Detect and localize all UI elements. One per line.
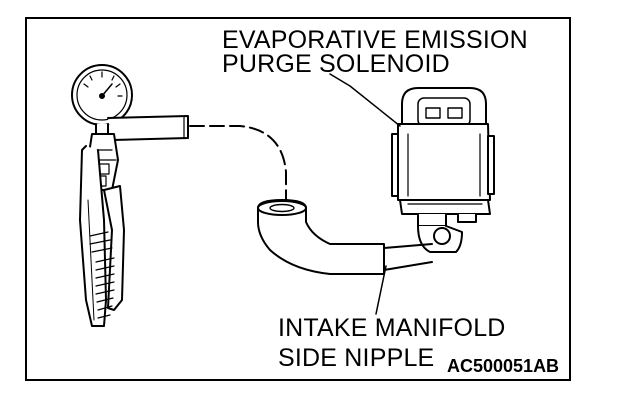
nipple-label-line2: SIDE NIPPLE (278, 344, 435, 372)
vacuum-pump-gauge-icon (71, 64, 189, 327)
solenoid-label-line1: EVAPORATIVE EMISSION (222, 26, 528, 54)
nipple-leader-line (375, 265, 387, 315)
solenoid-leader-line (329, 73, 401, 127)
hose-connection-dashed (189, 125, 287, 207)
elbow-hose-icon (257, 199, 433, 275)
nipple-label-line1: INTAKE MANIFOLD (278, 314, 506, 342)
figure-code: AC500051AB (447, 356, 560, 376)
purge-solenoid-icon (391, 87, 495, 253)
solenoid-label-line2: PURGE SOLENOID (222, 50, 450, 78)
